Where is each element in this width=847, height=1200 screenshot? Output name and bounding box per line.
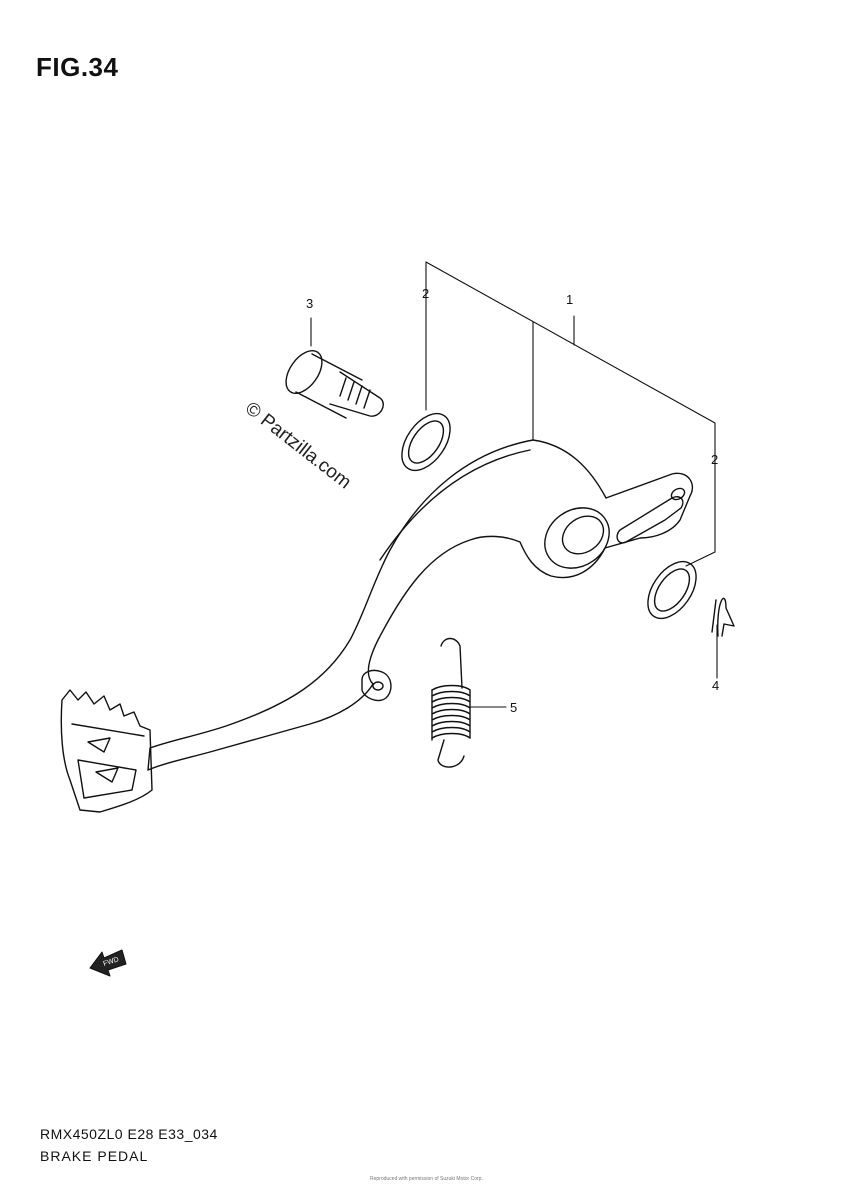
callout-1-label: 1: [566, 292, 573, 307]
fwd-badge-text: FWD: [102, 956, 119, 968]
pedal-arm-end-hole: [670, 487, 686, 501]
pedal-tip-inner-2: [77, 759, 137, 799]
brake-pedal-part: [60, 439, 694, 813]
spring-hook-tab: [361, 669, 392, 702]
fwd-badge: [89, 949, 127, 977]
callout-3-label: 3: [306, 296, 313, 311]
page-caption: BRAKE PEDAL: [40, 1148, 149, 1164]
pedal-arm-outline: [147, 439, 694, 771]
oil-seal-top-part: [401, 412, 451, 472]
pedal-tip-slot-2: [95, 767, 119, 783]
callout-4-label: 4: [712, 678, 719, 693]
spring-hook-hole: [372, 681, 384, 691]
fineprint: Reproduced with permission of Suzuki Mot…: [370, 1176, 483, 1182]
pedal-tip-outline: [60, 689, 153, 813]
pedal-tip-slot: [87, 737, 111, 753]
pedal-arm-inner-edge: [379, 449, 531, 561]
return-spring-part: [431, 637, 471, 768]
oil-seal-right-part: [647, 560, 697, 620]
callout-5-label: 5: [510, 700, 517, 715]
pedal-tip-inner-1: [71, 723, 145, 737]
pivot-boss-inner: [561, 515, 605, 555]
pedal-arm-slot: [616, 496, 684, 544]
forward-arrow-icon: [89, 949, 127, 977]
callout-2-top-label: 2: [422, 286, 429, 301]
pivot-boss-outer: [544, 507, 610, 569]
model-code: RMX450ZL0 E28 E33_034: [40, 1126, 218, 1142]
callout-2-right-label: 2: [711, 452, 718, 467]
pivot-bolt-part: [285, 350, 384, 419]
cotter-pin-part: [711, 597, 735, 637]
leader-lines: [310, 261, 718, 708]
figure-title: FIG.34: [36, 52, 119, 82]
